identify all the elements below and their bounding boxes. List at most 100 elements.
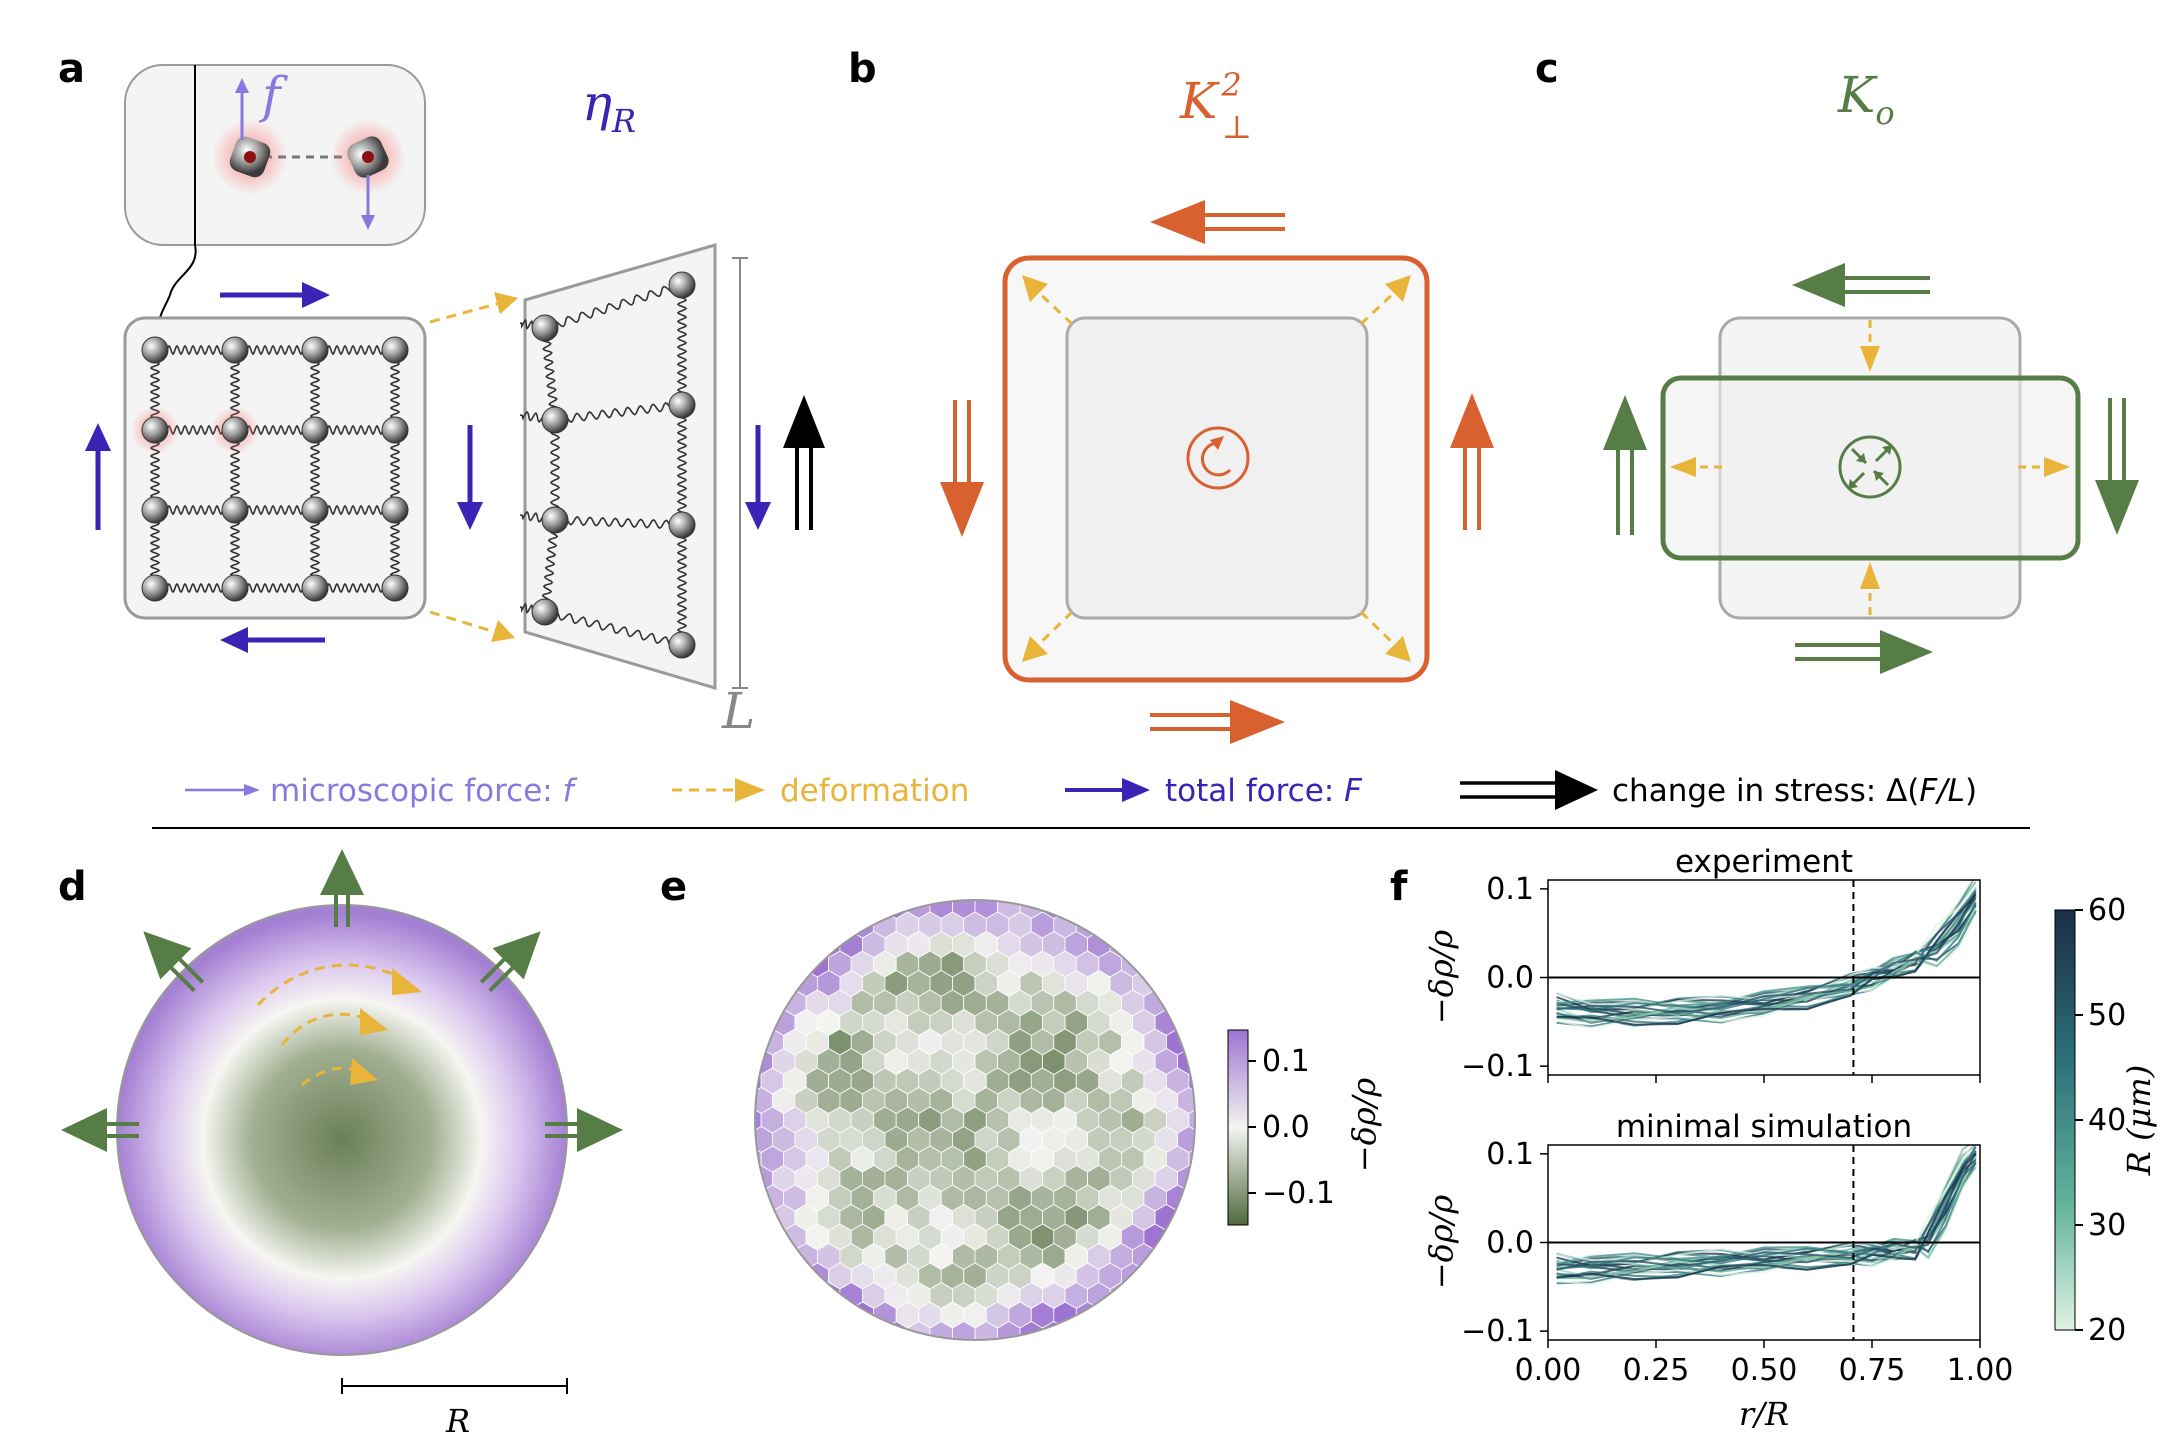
colorbar-f-tick-label: 40: [2088, 1103, 2126, 1138]
x-tick-label: 0.25: [1623, 1353, 1690, 1388]
spring: [676, 525, 688, 645]
deform-br: [1359, 610, 1399, 649]
spring: [235, 344, 315, 356]
lattice-node: [301, 416, 329, 444]
series-line: [1556, 1145, 1973, 1265]
series-line: [1556, 880, 1975, 1009]
spring: [549, 420, 561, 520]
flow-arrow-1: [256, 963, 406, 1007]
chart-2-title: minimal simulation: [1616, 1109, 1912, 1145]
series-line: [1556, 886, 1977, 1009]
plot-area: [1556, 880, 1977, 1029]
lattice-node: [141, 496, 169, 524]
series-line: [1556, 1167, 1977, 1286]
panel-label-d: d: [58, 864, 87, 910]
chart-experiment: 0.10.0−0.1: [1461, 872, 1981, 1084]
series-line: [1556, 894, 1977, 1026]
spring: [315, 424, 395, 436]
lattice-node: [221, 496, 249, 524]
legend-total-text: total force: F: [1165, 773, 1363, 809]
chart-xlabel: r/R: [1739, 1395, 1789, 1433]
panel-f: experiment minimal simulation 0.10.0−0.1…: [1422, 844, 2158, 1433]
series-line: [1556, 902, 1977, 1012]
spring: [235, 582, 315, 594]
x-tick-label: 0.00: [1515, 1353, 1582, 1388]
spring: [155, 582, 235, 594]
panel-label-f: f: [1390, 864, 1408, 910]
series-line: [1556, 880, 1974, 1009]
panel-label-c: c: [1535, 46, 1559, 92]
spring: [315, 582, 395, 594]
lattice-node: [668, 271, 696, 299]
lattice-node: [668, 391, 696, 419]
colorbar-f-tick-label: 50: [2088, 998, 2126, 1033]
deform-bottom: [429, 610, 496, 634]
length-label: L: [721, 682, 755, 740]
spring: [544, 284, 683, 329]
spring: [541, 519, 559, 613]
radial-stress-arrows: [61, 849, 623, 1152]
lattice-node: [141, 416, 169, 444]
reference-square: [1065, 316, 1369, 620]
chart-1-ylabel: −δρ/ρ: [1422, 930, 1460, 1025]
plot-area: [1556, 1145, 1977, 1286]
k-odd-title: Ko: [1837, 66, 1895, 132]
series-line: [1556, 1161, 1977, 1270]
colorbar-f-tick-label: 30: [2088, 1208, 2126, 1243]
lattice-node: [221, 574, 249, 602]
lattice-node: [301, 496, 329, 524]
lattice-node: [301, 574, 329, 602]
radius-label: R: [445, 1402, 470, 1440]
spring-lattice: [131, 336, 409, 602]
deformed-rectangle: [1660, 375, 2081, 561]
lattice-node: [221, 416, 249, 444]
legend-micro-text: microscopic force: f: [270, 773, 578, 809]
y-tick-label: 0.0: [1486, 961, 1534, 996]
y-tick-label: 0.1: [1486, 1137, 1534, 1172]
stress-arrow-b-bottom: [1150, 700, 1285, 744]
micro-force-up-head: [235, 78, 249, 93]
lattice-node: [221, 336, 249, 364]
deform-top: [429, 301, 501, 324]
inset-spin-right-icon: [362, 151, 374, 163]
colorbar-e-tick-1: 0.1: [1262, 1044, 1310, 1079]
deform-tr: [1359, 288, 1399, 326]
panel-a: f ηR L: [85, 64, 825, 740]
spring: [315, 344, 395, 356]
y-tick-label: −0.1: [1461, 1314, 1534, 1349]
lattice-node: [141, 574, 169, 602]
rotation-icon: [1186, 426, 1250, 490]
radial-stress-arrow: [143, 931, 205, 993]
total-force-left-head: [85, 423, 111, 451]
compression-icon: [1838, 435, 1902, 499]
deform-bottom-head: [491, 620, 515, 642]
micro-force-down-head: [361, 215, 375, 230]
sheared-box: [523, 243, 717, 691]
lattice-node: [531, 314, 559, 342]
disk: [116, 904, 568, 1356]
lattice-node: [301, 336, 329, 364]
colorbar-f-tick-label: 60: [2088, 893, 2126, 928]
stress-arrow-a-head: [783, 395, 825, 448]
panel-label-b: b: [848, 46, 877, 92]
panel-e: 0.1 0.0 −0.1 −δρ/ρ: [754, 899, 1383, 1341]
lattice-node: [668, 631, 696, 659]
spring: [309, 430, 321, 510]
lattice-node: [141, 336, 169, 364]
spring: [554, 515, 683, 530]
panel-label-e: e: [660, 864, 687, 910]
spring: [315, 504, 395, 516]
stress-arrow-c-right: [2095, 398, 2139, 535]
total-force-mid-head: [457, 502, 483, 530]
panel-d: R: [61, 849, 623, 1440]
inset-connector: [159, 244, 197, 319]
panel-label-a: a: [58, 46, 85, 92]
x-tick-label: 0.50: [1731, 1353, 1798, 1388]
radial-stress-arrow: [320, 849, 364, 927]
stress-arrow-c-bottom: [1795, 630, 1933, 674]
lattice-box: [123, 316, 427, 620]
spring: [544, 610, 683, 647]
